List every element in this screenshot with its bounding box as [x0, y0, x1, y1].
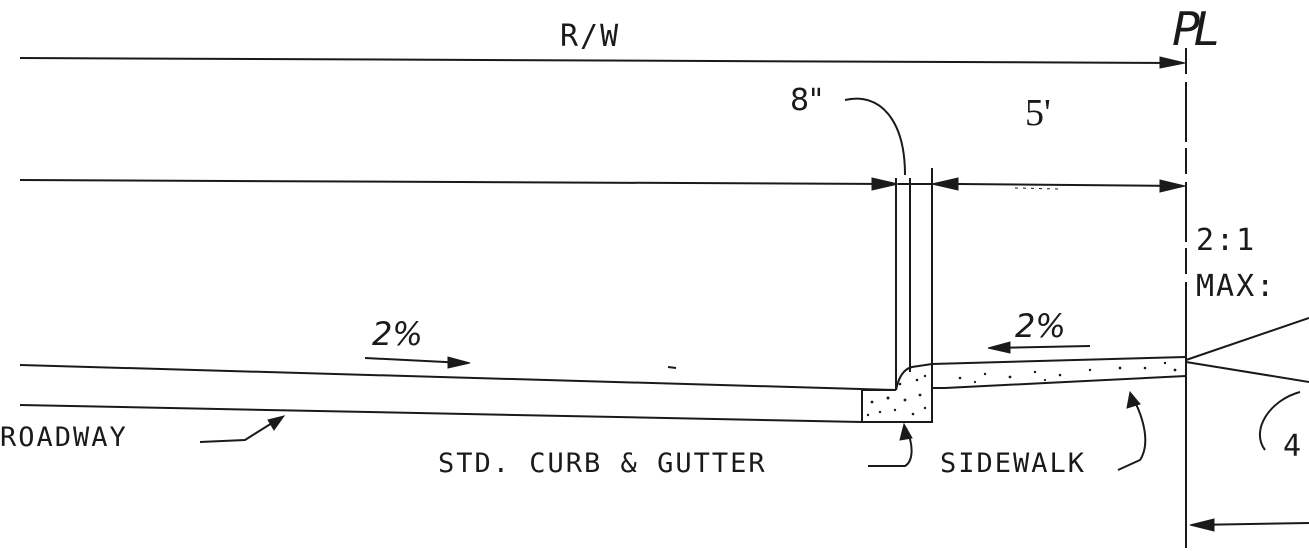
right-of-way-dimension-line [19, 57, 1181, 64]
curb-dimension-arrow-right [931, 177, 959, 191]
slope-max-label: MAX: [1196, 269, 1277, 304]
roadway-leader [199, 417, 281, 443]
roadway-surface [19, 364, 897, 391]
curb-dimension-arrow-left [871, 177, 899, 191]
curb-width-label: 8" [790, 83, 823, 118]
slope-line-upper [1185, 317, 1309, 361]
slope-line-lower [1185, 361, 1309, 383]
property-line-label: PL [1172, 2, 1219, 56]
sidewalk-width-label: 5' [1025, 92, 1051, 134]
right-of-way-label: R/W [560, 19, 621, 54]
sidewalk-label: SIDEWALK [940, 448, 1087, 479]
roadway-slope-label: 2% [372, 315, 423, 353]
cut-off-label: 4 [1283, 429, 1304, 464]
stray-mark [667, 366, 677, 369]
sidewalk-bottom [944, 375, 1187, 389]
sidewalk-slope-arrowhead [987, 341, 1011, 354]
roadway-label: ROADWAY [0, 422, 128, 453]
sidewalk-top [931, 356, 1187, 365]
curb-concrete-hatch [866, 374, 927, 417]
sidewalk-slope-label: 2% [1015, 307, 1066, 345]
right-of-way-arrowhead [1159, 56, 1186, 69]
roadway-slope-arrowhead [447, 356, 471, 369]
lower-dimension-arrowhead [1189, 518, 1215, 532]
slope-ratio-label: 2:1 [1196, 223, 1257, 258]
sidewalk-concrete-hatch [958, 361, 1177, 384]
sidewalk-dimension-arrowhead [1159, 179, 1186, 193]
smudge-mark [1014, 187, 1061, 190]
curb-gutter-leader-arrowhead [899, 422, 913, 441]
curb-width-leader [844, 97, 906, 176]
sidewalk-leader-arrowhead [1126, 390, 1141, 409]
slope-leader [1259, 391, 1301, 451]
sidewalk-leader [1117, 395, 1147, 471]
curb-dimension-line-left [19, 179, 896, 185]
roadway-leader-arrowhead [267, 415, 286, 431]
curb-gutter-label: STD. CURB & GUTTER [438, 448, 767, 479]
roadway-base [19, 404, 863, 423]
sidewalk-dimension-line [957, 183, 1181, 187]
